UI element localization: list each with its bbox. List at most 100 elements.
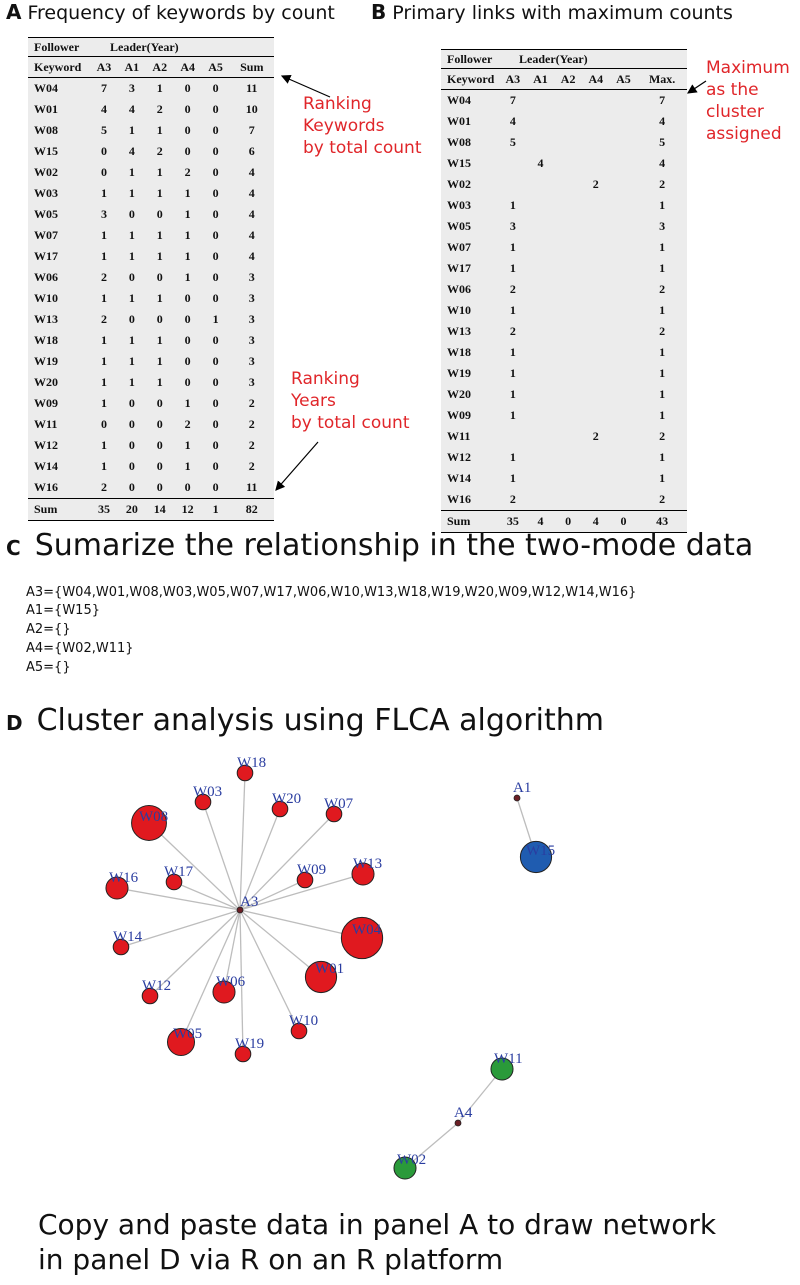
count-cell: 0 — [184, 333, 191, 347]
keyword-cell: W13 — [447, 324, 471, 338]
count-cell: 1 — [156, 354, 163, 368]
column-header: Max. — [637, 68, 687, 90]
count-cell: 0 — [212, 165, 219, 179]
keyword-cell: W12 — [34, 438, 58, 452]
keyword-cell: W01 — [34, 102, 58, 116]
count-cell: 2 — [156, 102, 163, 116]
footer-line-2: in panel D via R on an R platform — [38, 1243, 504, 1276]
count-cell: 5 — [659, 135, 666, 149]
cluster-set-a4: A4={W02,W11} — [26, 641, 134, 656]
count-cell: 1 — [100, 438, 107, 452]
keyword-cell: W14 — [447, 471, 471, 485]
count-cell: 1 — [128, 291, 135, 305]
annotation-arrows — [275, 74, 707, 491]
count-cell: 4 — [248, 228, 255, 242]
keyword-cell: W10 — [34, 291, 58, 305]
node-W02 — [393, 1156, 417, 1180]
node-W18 — [236, 764, 254, 782]
node-label-W10: W10 — [289, 1013, 318, 1029]
count-cell: 0 — [156, 480, 163, 494]
count-cell: 1 — [128, 375, 135, 389]
count-cell: 5 — [509, 135, 516, 149]
node-label-W15: W15 — [526, 843, 555, 859]
count-cell: 1 — [659, 408, 666, 422]
keyword-cell: W03 — [34, 186, 58, 200]
node-W08 — [131, 805, 167, 841]
node-label-W19: W19 — [235, 1036, 264, 1052]
count-cell: 1 — [659, 387, 666, 401]
count-cell: 4 — [128, 102, 135, 116]
count-cell: 1 — [100, 375, 107, 389]
count-cell: 0 — [100, 144, 107, 158]
column-header: A3 — [90, 56, 118, 78]
count-cell: 2 — [509, 324, 516, 338]
edge-A3-W20 — [239, 808, 281, 911]
node-label-W09: W09 — [297, 862, 326, 878]
cluster-set-a3: A3={W04,W01,W08,W03,W05,W07,W17,W06,W10,… — [26, 585, 637, 600]
count-cell: 0 — [212, 144, 219, 158]
node-A3 — [236, 906, 244, 914]
count-cell: 2 — [248, 396, 255, 410]
count-cell: 1 — [156, 228, 163, 242]
sum-cell: 0 — [609, 510, 638, 533]
sum-label: Sum — [28, 498, 90, 521]
node-label-W08: W08 — [139, 809, 168, 825]
count-cell: 1 — [100, 291, 107, 305]
cluster-network-diagram: A3W04W01W08W03W05W07W17W06W10W13W18W19W2… — [105, 755, 555, 1180]
count-cell: 1 — [156, 291, 163, 305]
panel-a-letter: A — [6, 0, 22, 24]
keyword-cell: W16 — [447, 492, 471, 506]
count-cell: 0 — [100, 165, 107, 179]
keyword-cell: W07 — [447, 240, 471, 254]
sum-cell: 35 — [90, 498, 118, 521]
column-header: A1 — [526, 68, 555, 90]
node-label-A1: A1 — [513, 780, 531, 796]
edge-A4-W11 — [457, 1068, 503, 1124]
count-cell: 3 — [248, 291, 255, 305]
keyword-cell: W13 — [34, 312, 58, 326]
count-cell: 0 — [156, 207, 163, 221]
count-cell: 4 — [659, 156, 666, 170]
node-W13 — [351, 862, 375, 886]
node-label-W07: W07 — [324, 796, 354, 812]
count-cell: 0 — [156, 396, 163, 410]
count-cell: 11 — [246, 480, 258, 494]
keyword-cell: W05 — [34, 207, 58, 221]
count-cell: 1 — [128, 165, 135, 179]
edge-A3-W10 — [239, 909, 300, 1032]
column-header: A4 — [581, 68, 610, 90]
node-label-W18: W18 — [237, 755, 266, 771]
edge-A3-W19 — [239, 909, 244, 1055]
count-cell: 1 — [156, 165, 163, 179]
header-follower: Follower — [441, 49, 499, 69]
count-cell: 1 — [128, 354, 135, 368]
count-cell: 2 — [509, 282, 516, 296]
edge-A3-W06 — [223, 909, 241, 993]
count-cell: 4 — [248, 186, 255, 200]
count-cell: 1 — [156, 186, 163, 200]
count-cell: 0 — [212, 354, 219, 368]
count-cell: 0 — [128, 207, 135, 221]
arrow-to-sum-row — [275, 441, 319, 491]
count-cell: 1 — [509, 303, 516, 317]
node-W01 — [304, 960, 338, 994]
sum-cell: 35 — [499, 510, 527, 533]
node-label-W11: W11 — [494, 1051, 523, 1067]
count-cell: 0 — [156, 417, 163, 431]
node-label-W02: W02 — [397, 1152, 426, 1168]
